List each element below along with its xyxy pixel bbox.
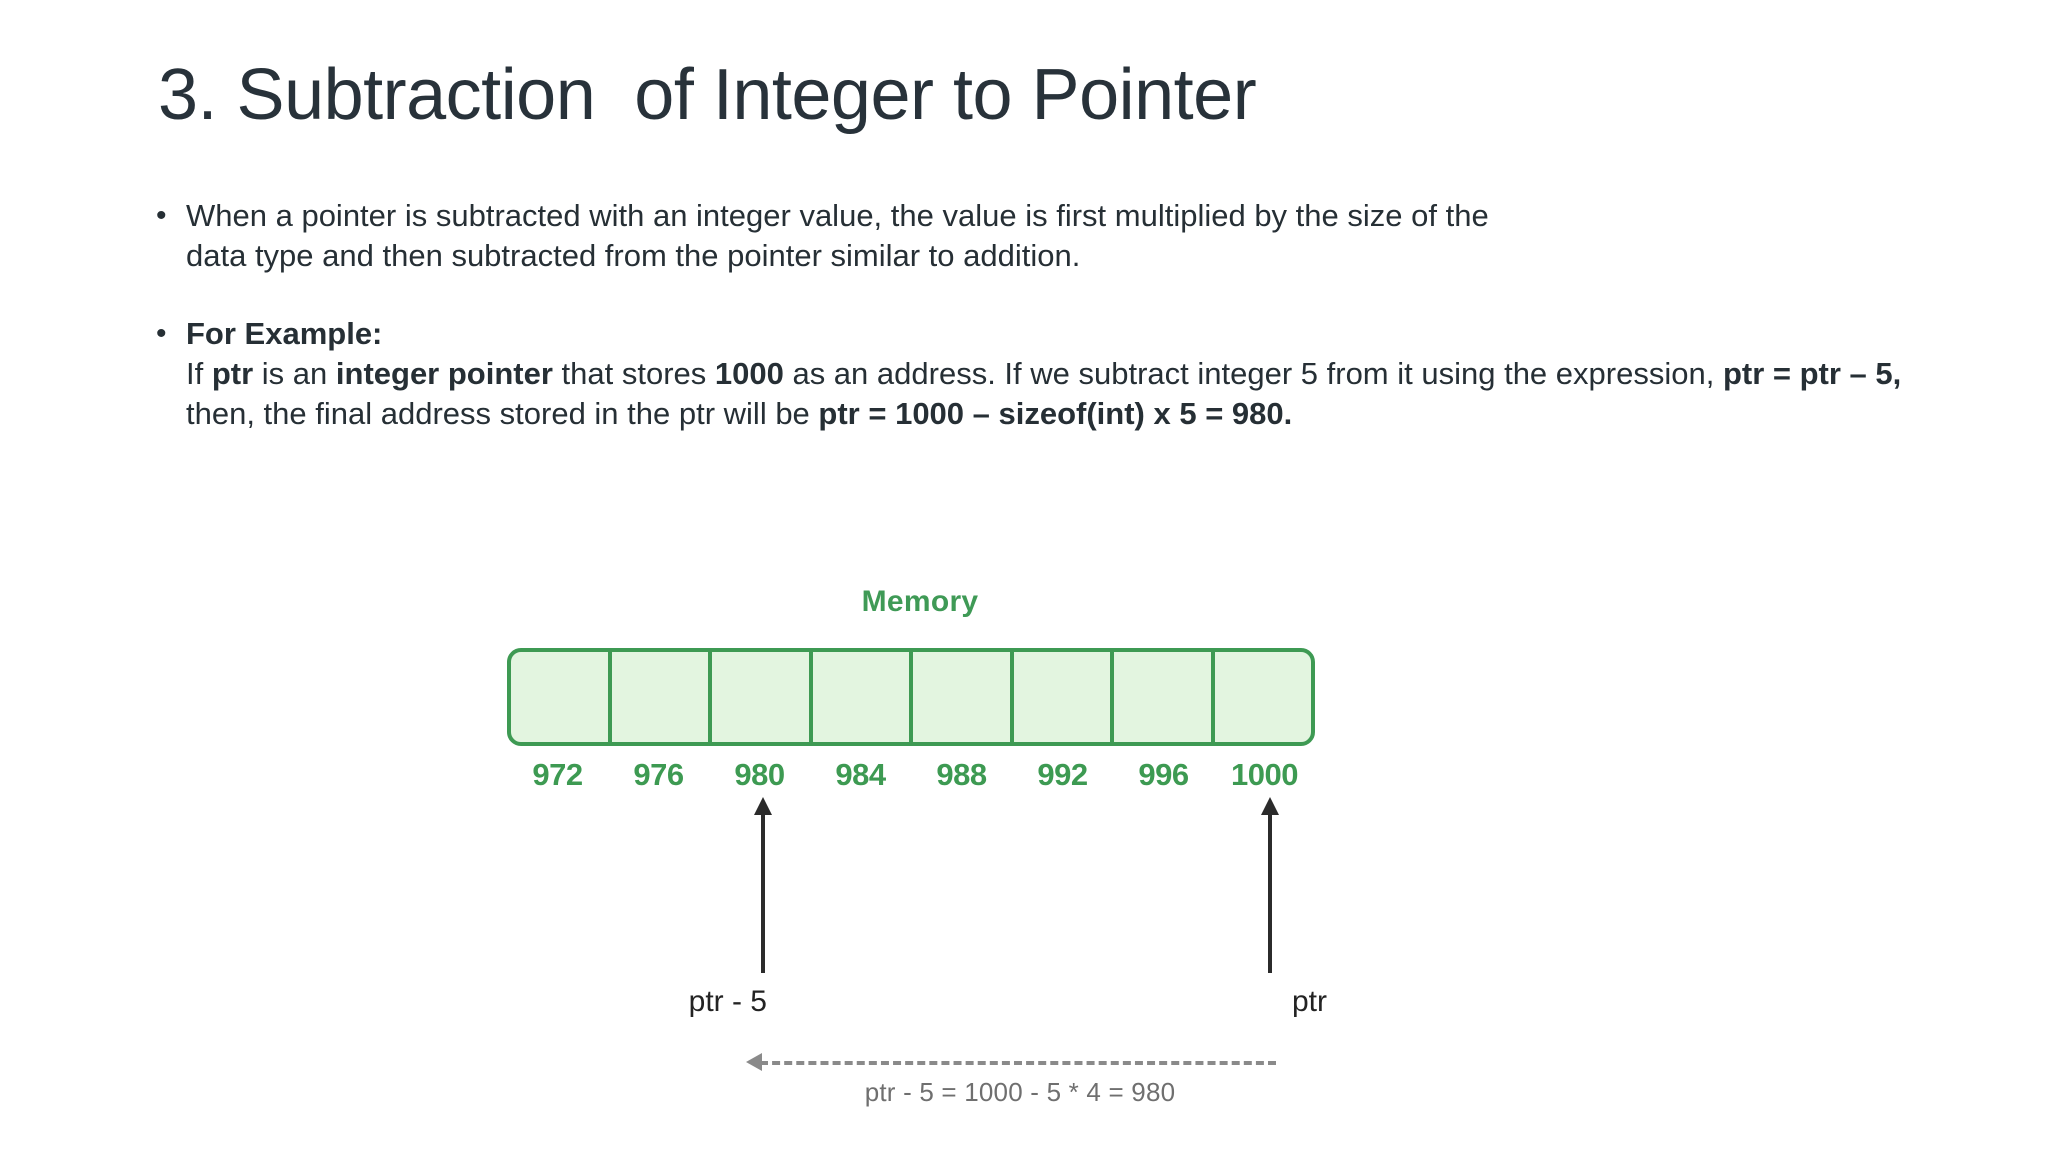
address-label: 996 <box>1138 757 1189 792</box>
bullet-marker-icon: • <box>156 199 167 232</box>
memory-cell <box>1114 652 1215 742</box>
address-label: 984 <box>835 757 886 792</box>
memory-cell-row <box>507 648 1315 746</box>
example-heading: For Example: <box>186 316 383 351</box>
bullet-text-2: For Example: If ptr is an integer pointe… <box>186 314 1910 434</box>
segment-bold: ptr = ptr – 5, <box>1722 356 1902 391</box>
segment: is an <box>253 356 336 391</box>
list-item: • For Example: If ptr is an integer poin… <box>150 314 1910 434</box>
memory-cell <box>612 652 712 742</box>
memory-diagram: Memory 972 976 980 984 988 992 996 1000 … <box>440 585 1400 1115</box>
bullet-line: When a pointer is subtracted with an int… <box>186 198 1489 233</box>
segment: If <box>186 356 212 391</box>
memory-diagram-title: Memory <box>861 585 979 618</box>
segment: then, the final address stored in the pt… <box>186 396 819 431</box>
example-body: If ptr is an integer pointer that stores… <box>186 356 1901 431</box>
segment-bold: 1000 <box>714 356 784 391</box>
pointer-label-ptr-minus-5: ptr - 5 <box>688 985 767 1018</box>
memory-cell <box>913 652 1014 742</box>
segment-bold: integer pointer <box>335 356 553 391</box>
memory-cell <box>1215 652 1312 742</box>
segment: that stores <box>552 356 715 391</box>
segment-bold: ptr = 1000 – sizeof(int) x 5 = 980. <box>818 396 1293 431</box>
pointer-label-ptr: ptr <box>1292 985 1328 1018</box>
address-label: 976 <box>633 757 684 792</box>
address-label: 980 <box>734 757 785 792</box>
left-arrowhead-icon <box>746 1053 762 1071</box>
segment: as an address. If we subtract integer 5 … <box>783 356 1723 391</box>
up-arrow-icon-ptr-minus-5 <box>754 797 772 973</box>
bullet-marker-icon: • <box>156 317 167 350</box>
memory-cell <box>813 652 913 742</box>
dashed-measure-line <box>760 1061 1276 1065</box>
segment-bold: ptr <box>211 356 254 391</box>
bullet-list: • When a pointer is subtracted with an i… <box>150 196 1910 472</box>
address-label-row: 972 976 980 984 988 992 996 1000 <box>507 757 1315 793</box>
bullet-line: data type and then subtracted from the p… <box>186 238 1081 273</box>
address-label: 992 <box>1037 757 1088 792</box>
bullet-text-1: When a pointer is subtracted with an int… <box>186 196 1910 276</box>
address-label: 988 <box>936 757 987 792</box>
list-item: • When a pointer is subtracted with an i… <box>150 196 1910 276</box>
address-label: 972 <box>532 757 583 792</box>
memory-cell <box>712 652 813 742</box>
measurement-caption: ptr - 5 = 1000 - 5 * 4 = 980 <box>864 1077 1176 1107</box>
up-arrow-icon-ptr <box>1261 797 1279 973</box>
address-label: 1000 <box>1231 757 1298 792</box>
page-title: 3. Subtraction of Integer to Pointer <box>158 55 1257 135</box>
memory-cell <box>1014 652 1114 742</box>
memory-cell <box>511 652 612 742</box>
